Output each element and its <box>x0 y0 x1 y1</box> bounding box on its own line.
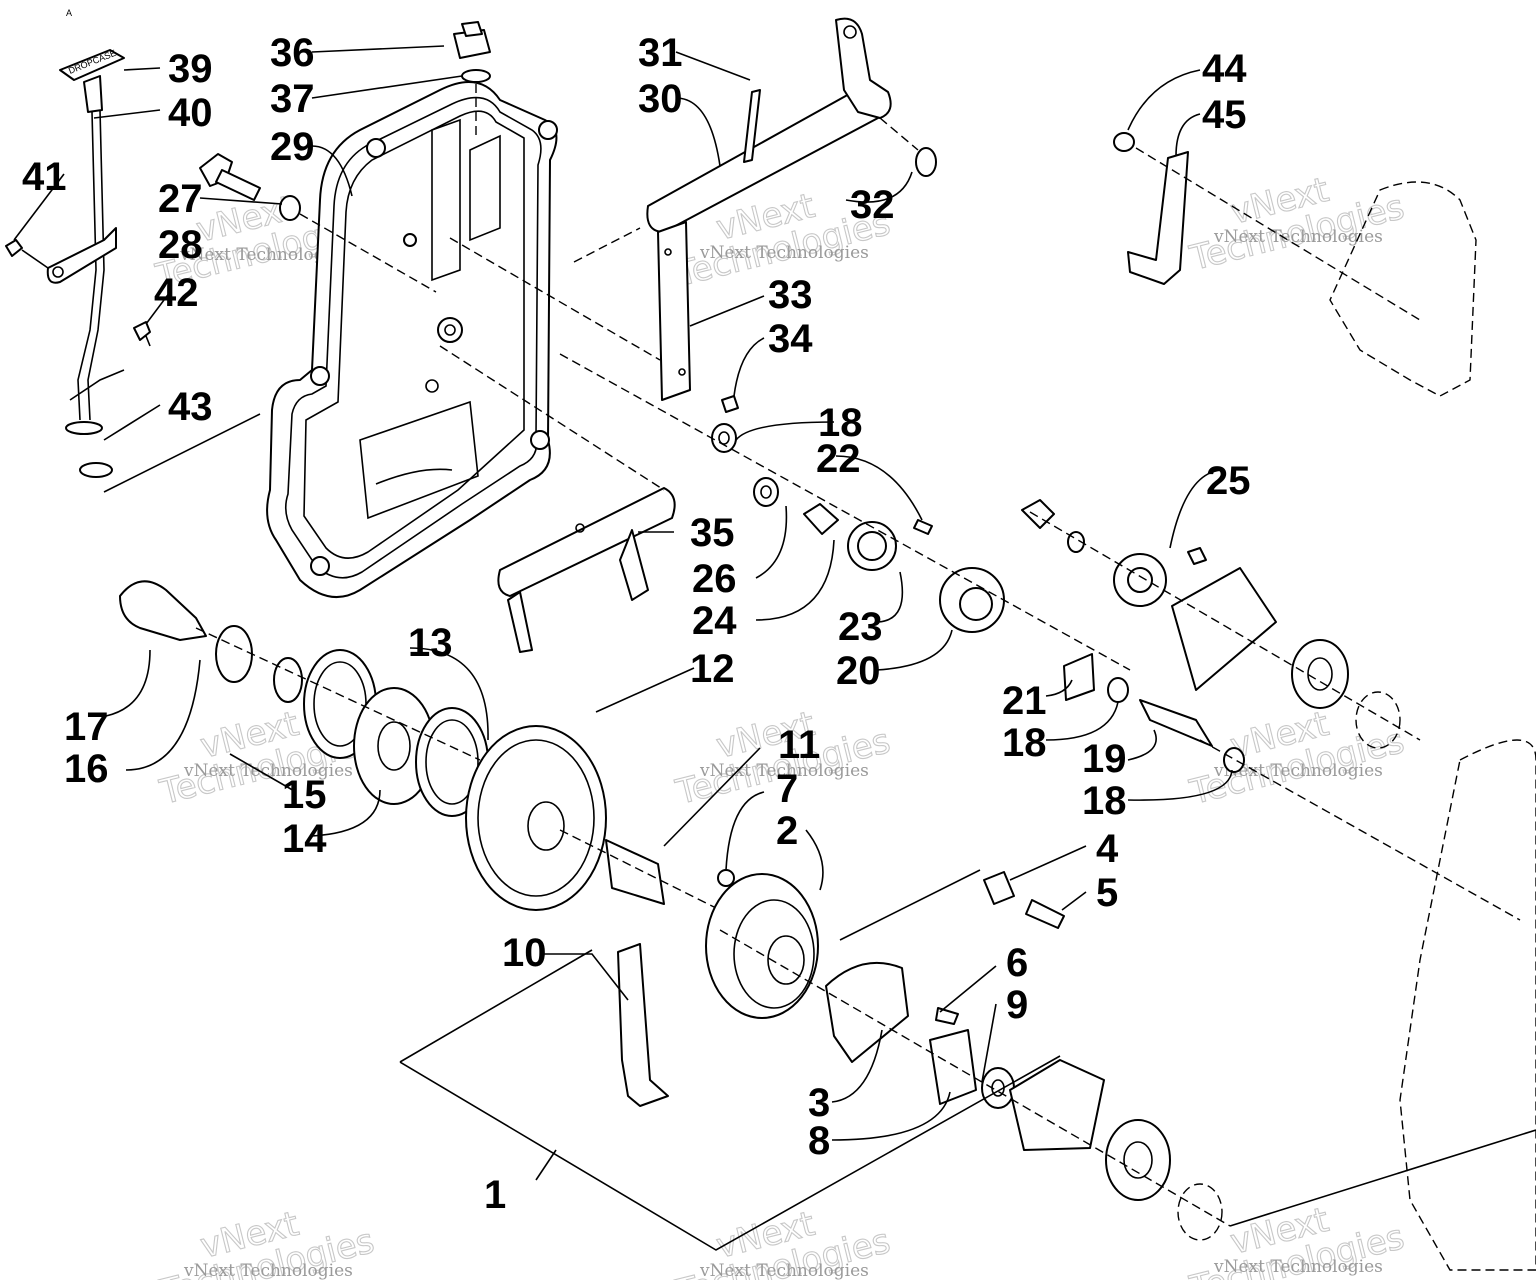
cap-screw <box>199 153 437 293</box>
callout-37: 37 <box>270 77 315 121</box>
callout-44: 44 <box>1202 47 1247 91</box>
watermark-text-2: vNext Technologies <box>699 243 869 263</box>
second-shaft <box>1021 499 1521 921</box>
callout-32: 32 <box>850 183 895 227</box>
chaincase-cover <box>266 81 558 598</box>
mounting-bracket <box>1113 132 1421 321</box>
callout-7: 7 <box>776 767 798 811</box>
leader-lines <box>13 45 1233 1181</box>
callout-labels: 1234567891011121314151617181818192021222… <box>22 31 1251 1217</box>
callout-6: 6 <box>1006 941 1028 985</box>
callout-1: 1 <box>484 1173 506 1217</box>
callout-18: 18 <box>818 401 863 445</box>
callout-15: 15 <box>282 773 327 817</box>
shift-shaft <box>573 17 937 263</box>
fill-plug <box>453 21 491 140</box>
shift-fork <box>439 345 676 653</box>
callout-19: 19 <box>1082 737 1127 781</box>
callout-13: 13 <box>408 621 453 665</box>
cover-plate <box>449 221 739 413</box>
callout-40: 40 <box>168 91 213 135</box>
callout-21: 21 <box>1002 679 1047 723</box>
callout-28: 28 <box>158 223 203 267</box>
callout-30: 30 <box>638 77 683 121</box>
callout-36: 36 <box>270 31 315 75</box>
callout-16: 16 <box>64 747 109 791</box>
callout-39: 39 <box>168 47 213 91</box>
watermark-text-1: vNext Technologies <box>179 245 349 265</box>
callout-34: 34 <box>768 317 813 361</box>
callout-42: 42 <box>154 271 199 315</box>
callout-41: 41 <box>22 155 67 199</box>
watermark-text-4: vNext Technologies <box>183 761 353 781</box>
callout-10: 10 <box>502 931 547 975</box>
watermark-text-9: vNext Technologies <box>1213 1257 1383 1277</box>
callout-31: 31 <box>638 31 683 75</box>
callout-12: 12 <box>690 647 735 691</box>
watermark-text-6: vNext Technologies <box>1213 761 1383 781</box>
callout-17: 17 <box>64 705 109 749</box>
upper-shaft-stack <box>559 353 1131 671</box>
callout-45: 45 <box>1202 93 1247 137</box>
callout-35: 35 <box>690 511 735 555</box>
callout-9: 9 <box>1006 983 1028 1027</box>
callout-3: 3 <box>808 1081 830 1125</box>
callout-8: 8 <box>808 1119 830 1163</box>
engine-housing-ghost <box>1329 181 1536 1271</box>
callout-14: 14 <box>282 817 327 861</box>
callout-25: 25 <box>1206 459 1251 503</box>
callout-5: 5 <box>1096 871 1118 915</box>
watermark-text-7: vNext Technologies <box>183 1261 353 1280</box>
watermark-text-8: vNext Technologies <box>699 1261 869 1280</box>
callout-18-2: 18 <box>1002 721 1047 765</box>
callout-26: 26 <box>692 557 737 601</box>
callout-27: 27 <box>158 177 203 221</box>
callout-29: 29 <box>270 125 315 169</box>
drive-chain <box>399 943 1061 1251</box>
callout-22: 22 <box>816 437 861 481</box>
corner-mark: A <box>66 8 72 18</box>
drive-gear <box>705 869 1536 1241</box>
dipstick-assembly: DROPCASE <box>5 48 261 493</box>
watermark-text-3: vNext Technologies <box>1213 227 1383 247</box>
callout-18-3: 18 <box>1082 779 1127 823</box>
callout-11: 11 <box>778 723 820 767</box>
callout-43: 43 <box>168 385 213 429</box>
callout-20: 20 <box>836 649 881 693</box>
callout-24: 24 <box>692 599 737 643</box>
callout-2: 2 <box>776 809 798 853</box>
callout-4: 4 <box>1096 827 1119 871</box>
driven-sprocket <box>465 725 761 931</box>
callout-23: 23 <box>838 605 883 649</box>
callout-33: 33 <box>768 273 813 317</box>
